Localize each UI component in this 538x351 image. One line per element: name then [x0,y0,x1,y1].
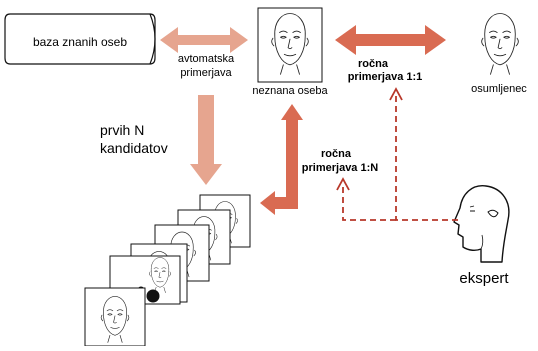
candidate-stack [84,194,251,347]
top-n-label-line2: kandidatov [100,140,168,156]
unknown-person-portrait [257,7,323,83]
expert-label: ekspert [459,270,509,287]
dashed-line-to-1-n [342,185,396,221]
auto-match-label-line2: primerjava [180,67,232,79]
automatic-comparison-arrow [160,27,248,53]
suspect-label: osumljenec [471,83,527,95]
database-cylinder: baza znanih oseb [4,13,156,65]
manual-1-1-arrow [335,25,446,55]
manual-1-n-arrow [260,104,303,215]
manual-1-1-label-line1: ročna [358,58,389,70]
top-n-arrow [190,95,222,185]
top-n-label-line1: prvih N [100,122,144,138]
manual-1-n-label-line2: primerjava 1:N [302,162,378,174]
manual-1-1-label-line2: primerjava 1:1 [348,71,423,83]
unknown-person-label: neznana oseba [252,85,328,97]
candidate-card-front [84,287,146,347]
suspect-portrait [470,8,532,80]
manual-1-n-label-line1: ročna [321,148,352,160]
auto-match-label-line1: avtomatska [178,53,235,65]
dashed-arrowhead-1-1 [389,87,403,101]
database-label: baza znanih oseb [33,35,127,49]
dashed-arrowhead-1-n [336,177,350,191]
expert-dashed-arrows [342,96,458,221]
dashed-line-to-1-1 [395,96,458,221]
expert-head [453,185,510,263]
